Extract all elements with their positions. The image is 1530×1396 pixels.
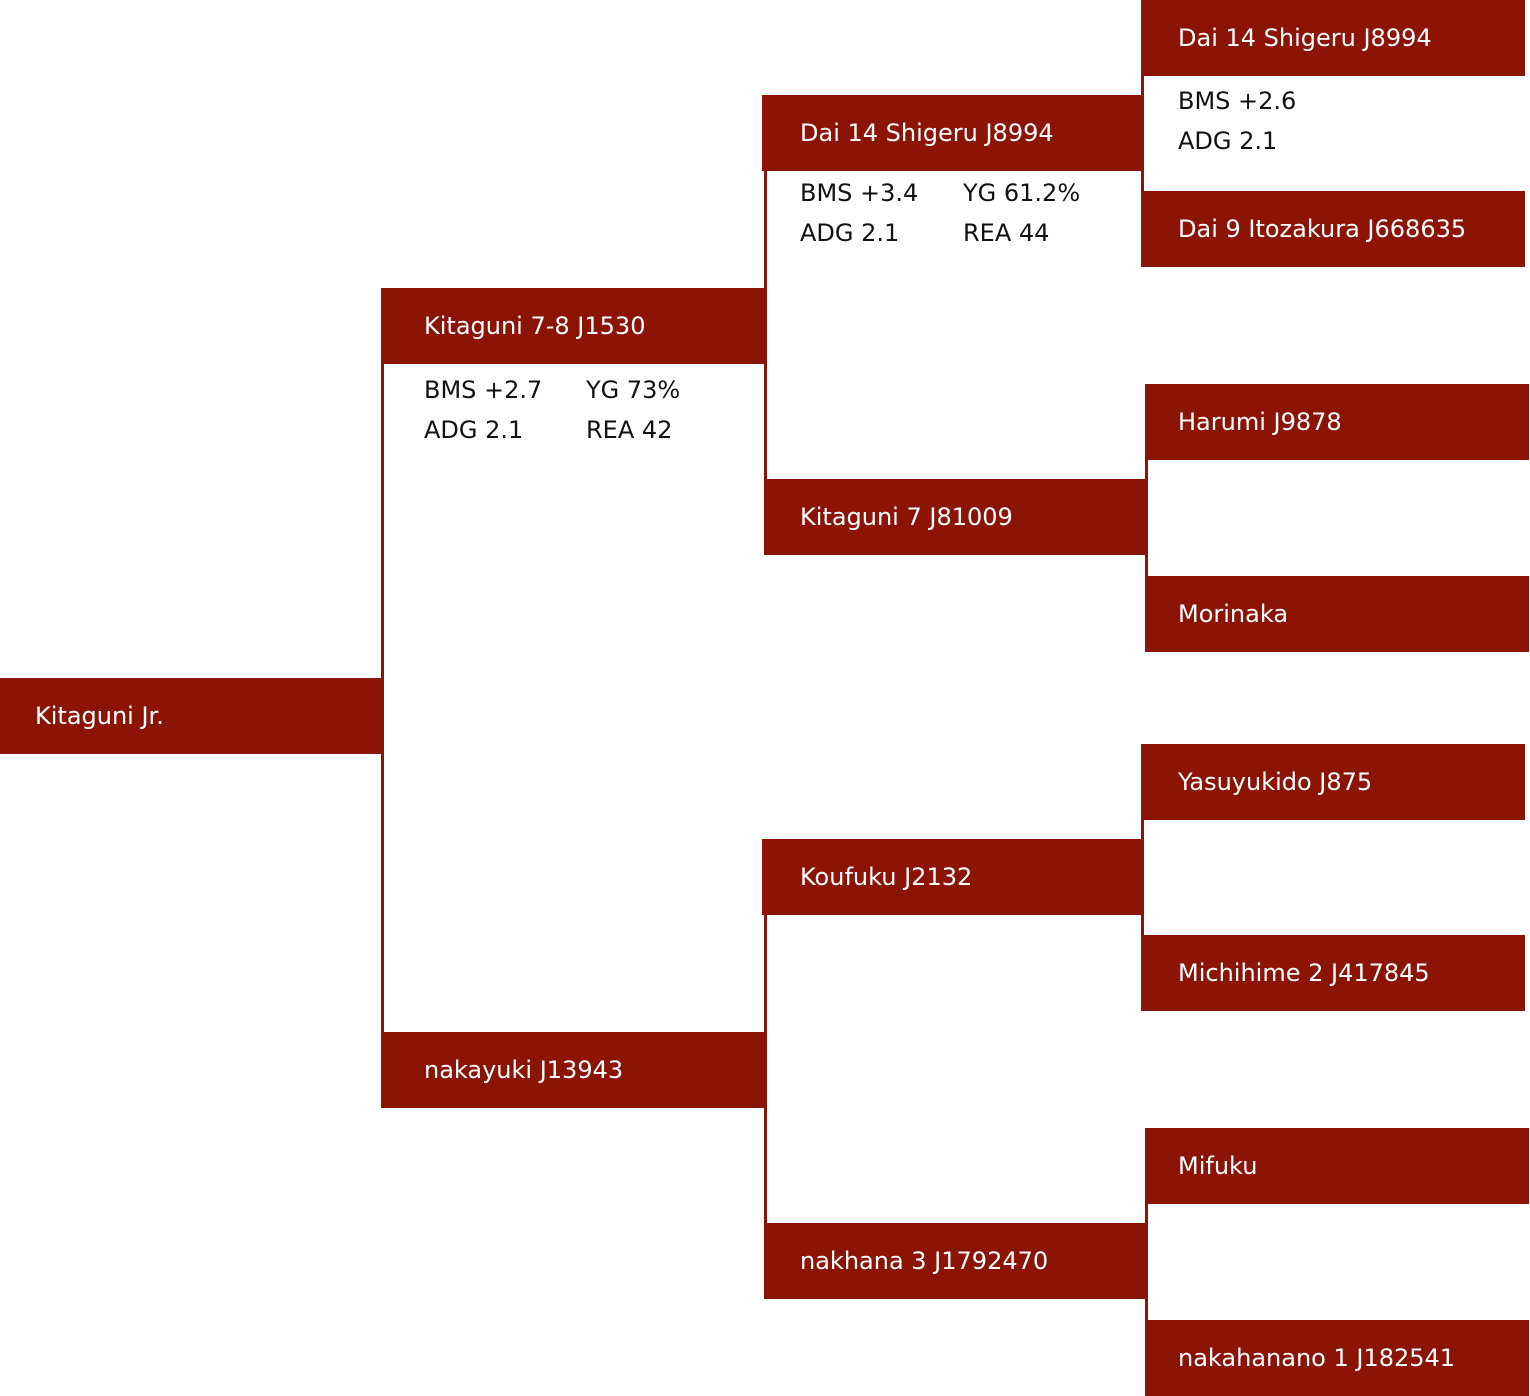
node-sire-label: Kitaguni 7-8 J1530 [424, 312, 646, 340]
node-sire-dam[interactable]: Kitaguni 7 J81009 [765, 479, 1148, 555]
stats-sire-sire: BMS +3.4 YG 61.2% ADG 2.1 REA 44 [800, 173, 1120, 253]
node-dam-dam-label: nakhana 3 J1792470 [800, 1247, 1049, 1275]
node-sss-label: Dai 14 Shigeru J8994 [1178, 24, 1432, 52]
stat-sire-adg: ADG 2.1 [424, 416, 524, 444]
node-root[interactable]: Kitaguni Jr. [0, 678, 384, 754]
stat-sire-rea: REA 42 [586, 416, 673, 444]
node-dam-label: nakayuki J13943 [424, 1056, 624, 1084]
node-ssd[interactable]: Dai 9 Itozakura J668635 [1141, 191, 1525, 267]
stat-sire-bms: BMS +2.7 [424, 376, 543, 404]
node-sss[interactable]: Dai 14 Shigeru J8994 [1141, 0, 1525, 76]
node-dss[interactable]: Yasuyukido J875 [1141, 744, 1525, 820]
node-sire[interactable]: Kitaguni 7-8 J1530 [382, 288, 766, 364]
node-ddd-label: nakahanano 1 J182541 [1178, 1344, 1456, 1372]
node-dss-label: Yasuyukido J875 [1178, 768, 1373, 796]
node-dsd-label: Michihime 2 J417845 [1178, 959, 1430, 987]
node-dds[interactable]: Mifuku [1146, 1128, 1529, 1204]
stat-sire-sire-rea: REA 44 [963, 219, 1050, 247]
node-root-label: Kitaguni Jr. [35, 702, 164, 730]
node-sds[interactable]: Harumi J9878 [1146, 384, 1529, 460]
stat-sss-adg: ADG 2.1 [1178, 127, 1278, 155]
stat-sire-sire-adg: ADG 2.1 [800, 219, 900, 247]
stats-sss: BMS +2.6 ADG 2.1 [1178, 81, 1478, 161]
stats-sire: BMS +2.7 YG 73% ADG 2.1 REA 42 [424, 370, 744, 450]
stat-sire-sire-bms: BMS +3.4 [800, 179, 919, 207]
node-sire-dam-label: Kitaguni 7 J81009 [800, 503, 1013, 531]
node-dam-sire[interactable]: Koufuku J2132 [762, 839, 1144, 915]
stat-sire-sire-yg: YG 61.2% [963, 179, 1081, 207]
node-sire-sire-label: Dai 14 Shigeru J8994 [800, 119, 1054, 147]
stat-sire-yg: YG 73% [586, 376, 681, 404]
node-sdd-label: Morinaka [1178, 600, 1289, 628]
node-dds-label: Mifuku [1178, 1152, 1258, 1180]
node-dam-dam[interactable]: nakhana 3 J1792470 [765, 1223, 1148, 1299]
node-sds-label: Harumi J9878 [1178, 408, 1342, 436]
node-ssd-label: Dai 9 Itozakura J668635 [1178, 215, 1467, 243]
node-dam[interactable]: nakayuki J13943 [382, 1032, 766, 1108]
stat-sss-bms: BMS +2.6 [1178, 87, 1297, 115]
node-dam-sire-label: Koufuku J2132 [800, 863, 973, 891]
node-ddd[interactable]: nakahanano 1 J182541 [1146, 1320, 1529, 1396]
node-dsd[interactable]: Michihime 2 J417845 [1141, 935, 1525, 1011]
node-sdd[interactable]: Morinaka [1146, 576, 1529, 652]
node-sire-sire[interactable]: Dai 14 Shigeru J8994 [762, 95, 1144, 171]
